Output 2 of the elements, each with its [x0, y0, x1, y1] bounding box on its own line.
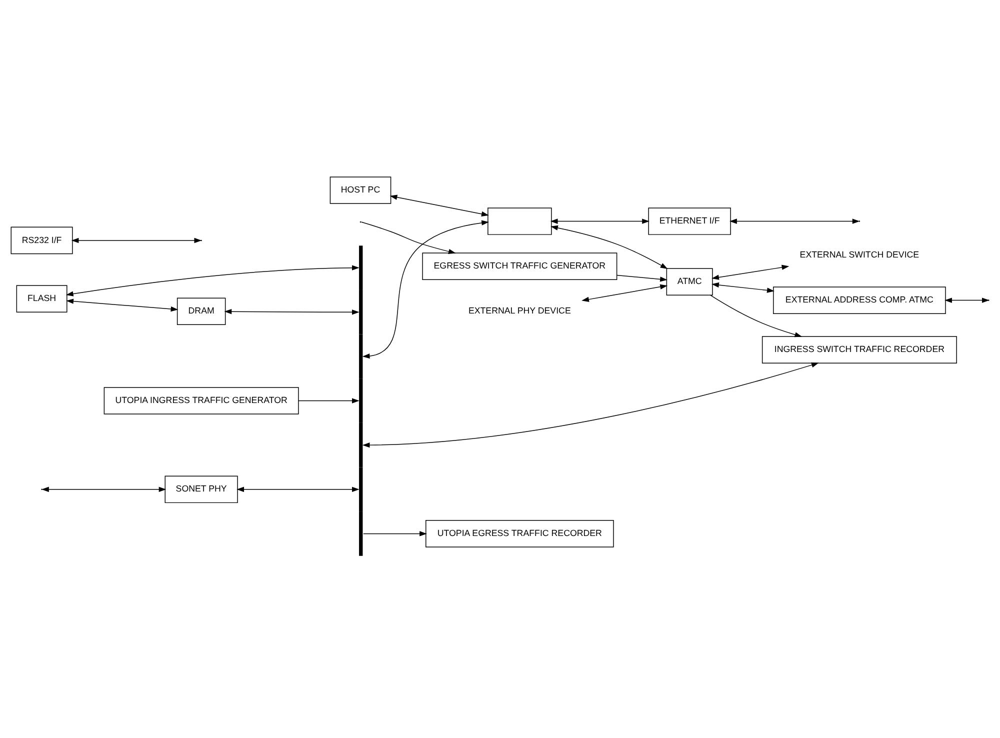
node-text: EXTERNAL PHY DEVICE [468, 306, 571, 316]
node-text: EXTERNAL SWITCH DEVICE [800, 250, 920, 260]
